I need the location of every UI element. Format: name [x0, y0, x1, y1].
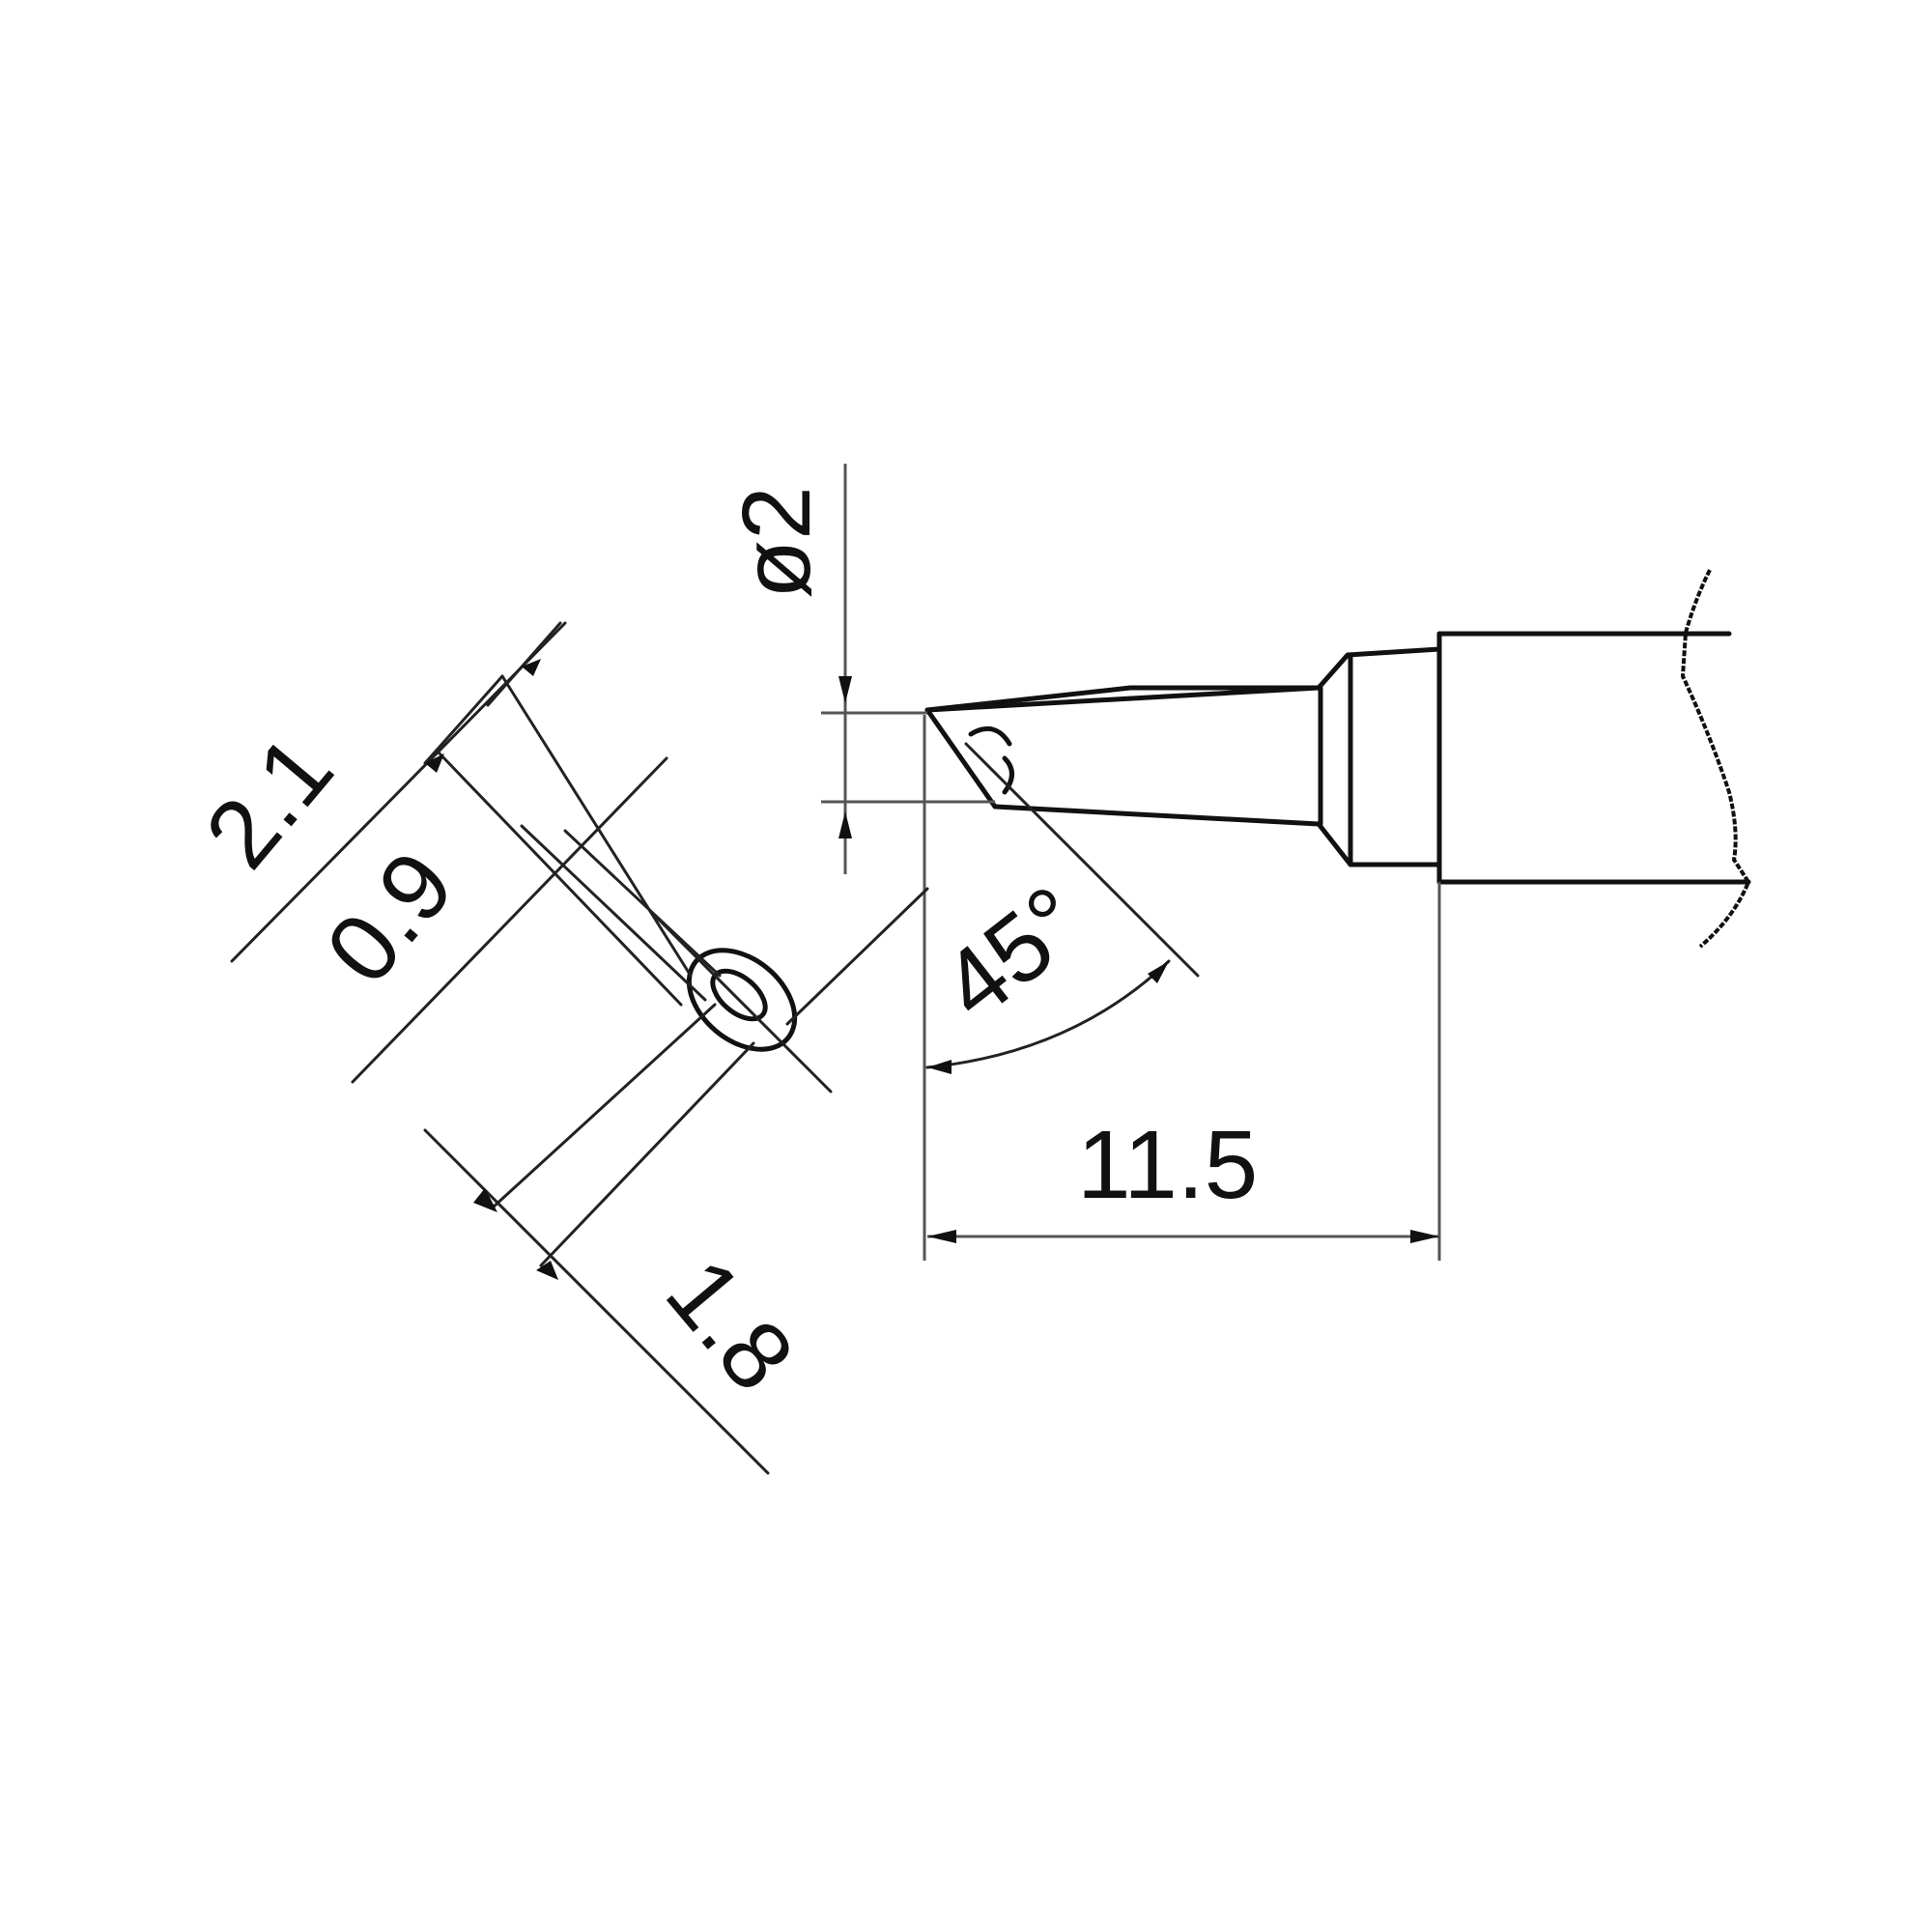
shaft-line-1 [500, 674, 693, 978]
dim-0-9-ext [423, 674, 504, 765]
bevel-extension [785, 887, 929, 1026]
dim-1-8-label: 1.8 [645, 1238, 814, 1410]
cross-section-view: 2.1 0.9 1.8 [185, 621, 929, 1475]
diameter-dimension: ø2 [723, 464, 995, 874]
tip-taper-top [924, 685, 1321, 713]
tip-side-view [924, 569, 1751, 949]
arrow-left-icon [927, 1060, 952, 1074]
length-label: 11.5 [1077, 1111, 1258, 1219]
shaft-line-4 [520, 824, 707, 1002]
dim-1-8-ext-1 [491, 1003, 717, 1209]
arrow-icon [473, 1188, 497, 1212]
angle-ref-diagonal [964, 742, 1200, 978]
tip-taper-bottom [992, 804, 1751, 885]
arrow-icon [522, 659, 541, 676]
dim-0-9-line [351, 756, 668, 1084]
tip-end-outer-ellipse [686, 948, 798, 1052]
angle-label: 45° [923, 866, 1104, 1040]
diameter-label: ø2 [723, 486, 831, 599]
length-dimension: 11.5 [927, 882, 1441, 1261]
angle-arc [925, 959, 1171, 1069]
bevel-curve-mark [968, 725, 1014, 795]
dim-1-8-ext-2 [539, 1041, 755, 1267]
arrow-left-icon [927, 1230, 956, 1243]
shaft-line-2 [438, 752, 683, 1007]
dim-2-1-ext [486, 621, 562, 707]
arrow-down-icon [838, 676, 852, 703]
arrow-icon [425, 753, 444, 773]
arrow-up-icon [838, 811, 852, 838]
break-line [1680, 569, 1751, 949]
arrow-right-icon [1410, 1230, 1439, 1243]
bevel-face [924, 707, 998, 810]
shaft-line-3 [563, 829, 722, 978]
dim-0-9-label: 0.9 [305, 832, 474, 1004]
dim-1-8-line [423, 1128, 770, 1475]
tip-taper-outline [924, 631, 1732, 713]
arrow-icon [536, 1261, 558, 1280]
arrow-right-icon [1148, 961, 1169, 983]
center-line [655, 916, 833, 1094]
